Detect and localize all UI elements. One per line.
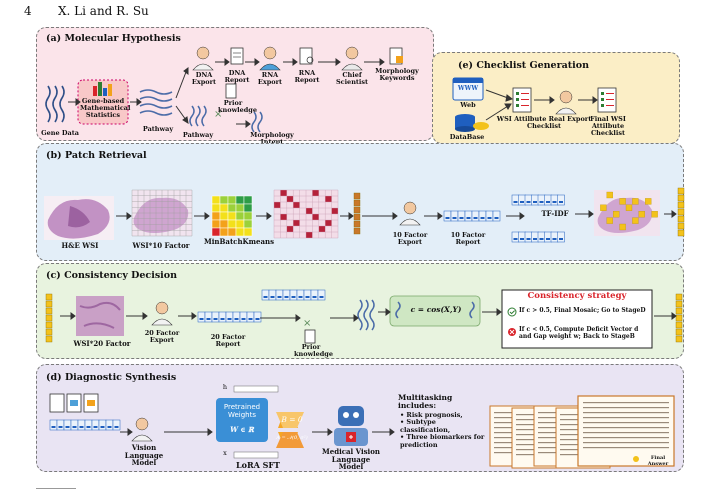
label-he-wsi: H&E WSI <box>61 241 99 250</box>
label-vision-language-model: Vision Language Model <box>124 443 164 468</box>
label-x: x <box>223 449 227 457</box>
label-morphology-intent: Morphology Intent <box>250 131 294 145</box>
label-tfidf: TF-IDF <box>541 209 569 218</box>
task-item: • Three biomarkers for prediction <box>400 433 485 449</box>
label-lora-sft: LoRA SFT <box>235 460 280 470</box>
label-rna-report: RNA Report <box>294 69 320 85</box>
label-morphology-keywords: Morphology Keywords <box>375 67 419 83</box>
svg-text:×: × <box>303 318 311 329</box>
label-h: h <box>222 383 228 391</box>
label-dna-report: DNA Report <box>224 69 250 85</box>
label-pathway: Pathway <box>142 125 174 133</box>
strategy-rule-pass: If c > 0.5, Final Mosaic; Go to StageD <box>519 307 646 314</box>
label-b-zero: B = 0 <box>281 415 303 424</box>
label-20-factor-report: 20 Factor Report <box>210 333 246 349</box>
label-20-factor-export: 20 Factor Export <box>144 329 180 345</box>
label-prior-knowledge: Prior knowledge <box>218 99 257 115</box>
svg-text:×: × <box>214 109 222 120</box>
web-www-text: WWW <box>457 85 479 92</box>
running-authors: X. Li and R. Su <box>58 4 149 18</box>
label-database: DataBase <box>449 133 485 141</box>
panel-a-title: (a) Molecular Hypothesis <box>46 33 181 44</box>
panel-e-title: (e) Checklist Generation <box>458 60 589 71</box>
task-list: • Risk prognosis, • Subtype classificati… <box>400 411 486 449</box>
label-wsi-10-factor: WSI*10 Factor <box>132 241 190 250</box>
panel-c-title: (c) Consistency Decision <box>46 270 178 281</box>
label-dna-export: DNA Export <box>191 71 217 87</box>
label-final-answer: Final Answer <box>647 455 669 467</box>
label-pathway-lower: Pathway <box>182 131 214 139</box>
label-minibatch-kmeans: MinBatchKmeans <box>204 237 275 246</box>
label-multitask: Multitasking includes: <box>398 393 453 411</box>
label-pretrained-weights: Pretrained Weights <box>223 403 261 419</box>
strategy-rule-fail: If c < 0.5, Compute Deficit Vector d and… <box>519 326 639 340</box>
label-10-factor-export: 10 Factor Export <box>392 231 428 247</box>
label-chief-scientist: Chief Scientist <box>335 71 369 87</box>
label-rna-export: RNA Export <box>257 71 283 87</box>
task-item: • Risk prognosis, <box>400 411 463 419</box>
label-a-init: A = 𝒩(0, σ²) <box>276 435 308 441</box>
label-medical-vlm: Medical Vision Language Model <box>322 447 380 472</box>
cosine-formula: c = cos(X,Y) <box>410 305 462 314</box>
consistency-strategy-title: Consistency strategy <box>527 291 627 301</box>
panel-b-title: (b) Patch Retrieval <box>46 150 147 161</box>
panel-d-title: (d) Diagnostic Synthesis <box>46 372 177 383</box>
label-wsi-export-checklist: WSI Attilbute Real Export Checklist <box>496 115 592 131</box>
label-web: Web <box>460 101 476 109</box>
label-gene-statistics: Gene-based Mathematical Statistics <box>80 97 131 120</box>
footnote-rule <box>36 488 76 489</box>
label-gene-data: Gene Data <box>41 129 79 137</box>
task-item: • Subtype classification, <box>400 418 451 434</box>
label-weights-equation: W ∈ ℝ <box>230 425 254 434</box>
label-prior-knowledge-c: Prior knowledge <box>294 343 333 359</box>
label-final-checklist: Final WSI Attilbute Checklist <box>590 115 626 138</box>
page-number: 4 <box>24 4 32 18</box>
label-10-factor-report: 10 Factor Report <box>450 231 486 247</box>
label-wsi-20-factor: WSI*20 Factor <box>73 339 131 348</box>
